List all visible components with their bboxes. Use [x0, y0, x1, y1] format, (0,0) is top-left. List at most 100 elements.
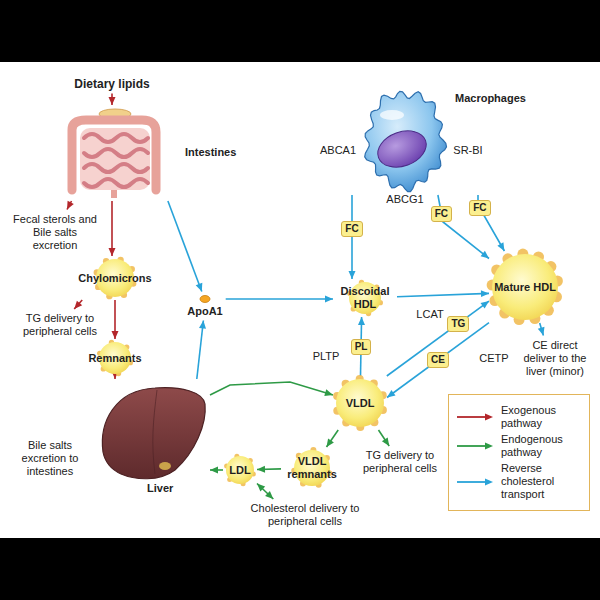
node-label: Chylomicrons — [78, 272, 151, 285]
enzyme-label: SR-BI — [453, 144, 482, 157]
arrow-head — [210, 467, 218, 474]
node-label: Discoidal HDL — [336, 285, 394, 311]
connector — [351, 195, 353, 279]
legend-line-sample — [455, 439, 495, 453]
node-label: Fecal sterols and Bile salts excretion — [11, 213, 99, 252]
lipoprotein-node: Remnants — [88, 342, 141, 374]
arrow-head — [327, 438, 334, 447]
transfer-tag: TG — [447, 316, 469, 332]
legend-text: Reverse cholesterol transport — [501, 462, 583, 501]
transfer-tag: FC — [341, 221, 362, 237]
arrow-head — [199, 321, 206, 329]
particle-core — [226, 456, 254, 484]
enzyme-label: ABCA1 — [320, 144, 356, 157]
transfer-tag: FC — [431, 206, 452, 222]
protein-node: ApoA1 — [187, 295, 222, 318]
liver-lobe-line — [153, 390, 157, 474]
text-node: TG delivery to peripheral cells — [362, 449, 438, 475]
illustration-node: Macrophages — [330, 85, 548, 192]
lipoprotein-node: VLDL remnants — [284, 450, 340, 486]
text-node: CE direct deliver to the liver (minor) — [515, 339, 595, 378]
bottom-band — [0, 538, 600, 600]
colon-shape — [72, 120, 156, 190]
arrow-head — [265, 491, 273, 499]
apoa1-shape — [200, 295, 210, 302]
legend-line — [457, 481, 487, 483]
arrow-head — [109, 248, 116, 256]
arrow-head — [257, 466, 265, 473]
node-label: Remnants — [88, 352, 141, 365]
connector — [197, 321, 204, 380]
legend-line-sample — [455, 475, 495, 489]
connector — [74, 300, 82, 309]
connector — [387, 323, 489, 398]
lipoprotein-node: LDL — [226, 456, 254, 484]
connector — [168, 201, 202, 292]
legend-text: Endogenous pathway — [501, 433, 583, 459]
legend-arrow-head — [485, 414, 493, 421]
lipoprotein-node: VLDL — [336, 379, 384, 427]
liver-shape — [102, 388, 205, 479]
macrophage-nucleus — [373, 124, 432, 173]
enzyme-label: ABCG1 — [386, 193, 423, 206]
text-node: TG delivery to peripheral cells — [12, 312, 108, 338]
enzyme-label: CETP — [479, 352, 508, 365]
legend-arrow-head — [485, 478, 493, 485]
node-label: Dietary lipids — [74, 78, 149, 91]
top-band — [0, 0, 600, 62]
macrophage-cell — [365, 91, 447, 191]
lipoprotein-node: Discoidal HDL — [336, 282, 394, 314]
legend-row: Exogenous pathway — [455, 404, 583, 430]
arrow-head — [74, 301, 82, 309]
cell-highlight — [380, 110, 404, 120]
connector — [387, 301, 489, 376]
arrow-head — [257, 484, 265, 492]
arrow-head — [387, 390, 396, 398]
node-label: Cholesterol delivery to peripheral cells — [235, 502, 375, 528]
node-label: Mature HDL — [494, 281, 556, 294]
node-label: ApoA1 — [187, 305, 222, 318]
legend-row: Endogenous pathway — [455, 433, 583, 459]
particle-core — [492, 254, 558, 320]
arrow-head — [538, 327, 545, 336]
transfer-tag: CE — [427, 352, 449, 368]
illustration-node: Liver — [95, 382, 207, 500]
arrow-head — [497, 242, 504, 251]
node-label: TG delivery to peripheral cells — [362, 449, 438, 475]
arrow-head — [109, 97, 116, 105]
rectum-shape — [111, 190, 117, 198]
arrow-head — [481, 290, 489, 297]
enzyme-label: LCAT — [416, 308, 443, 321]
lipoprotein-node: Chylomicrons — [78, 259, 151, 297]
text-node: Cholesterol delivery to peripheral cells — [235, 502, 375, 528]
text-node: Fecal sterols and Bile salts excretion — [11, 213, 99, 252]
legend-box: Exogenous pathwayEndogenous pathwayRever… — [448, 394, 590, 511]
illustration-node: Intestines — [60, 108, 250, 198]
node-label: Intestines — [185, 146, 236, 158]
connector — [257, 484, 273, 500]
legend-row: Reverse cholesterol transport — [455, 462, 583, 501]
arrow-head — [349, 271, 356, 279]
node-label: VLDL remnants — [284, 455, 340, 481]
legend-arrow-head — [485, 443, 493, 450]
text-node: Bile salts excretion to intestines — [10, 439, 90, 478]
node-label: Macrophages — [455, 92, 526, 104]
arrow-head — [325, 296, 333, 303]
node-label: VLDL — [346, 397, 375, 410]
arrow-head — [324, 389, 333, 396]
connector — [379, 430, 390, 446]
legend-line — [457, 416, 487, 418]
node-label: Bile salts excretion to intestines — [10, 439, 90, 478]
legend-line-sample — [455, 410, 495, 424]
enzyme-label: PLTP — [313, 350, 340, 363]
connector — [111, 201, 113, 256]
lipoprotein-node: Mature HDL — [492, 254, 558, 320]
node-label: Liver — [147, 482, 173, 494]
apoa1-dot — [205, 299, 206, 300]
arrow-head — [382, 437, 389, 446]
transfer-tag: PL — [351, 339, 372, 355]
node-label: CE direct deliver to the liver (minor) — [515, 339, 595, 378]
arrow-head — [67, 201, 74, 210]
arrow-head — [481, 251, 489, 259]
